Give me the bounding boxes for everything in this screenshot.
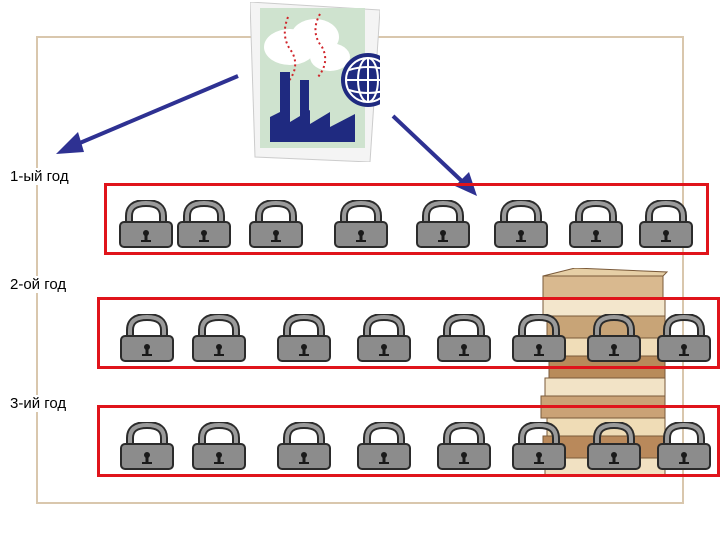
padlock-icon [655,314,713,362]
arrow-left-icon [56,74,239,154]
padlock-icon [355,422,413,470]
padlock-icon [585,314,643,362]
padlock-icon [275,422,333,470]
padlock-icon [117,200,175,248]
padlock-icon [567,200,625,248]
padlock-icon [510,422,568,470]
factory-globe-icon [250,2,380,162]
padlock-icon [637,200,695,248]
padlock-icon [435,314,493,362]
year-3-row [97,405,720,477]
padlock-icon [247,200,305,248]
padlock-icon [655,422,713,470]
padlock-icon [492,200,550,248]
padlock-icon [190,422,248,470]
padlock-icon [510,314,568,362]
padlock-icon [190,314,248,362]
padlock-icon [585,422,643,470]
year-label-3: 3-ий год [8,395,69,412]
year-1-row [104,183,709,255]
padlock-icon [118,314,176,362]
padlock-icon [435,422,493,470]
padlock-icon [118,422,176,470]
padlock-icon [175,200,233,248]
year-label-2: 2-ой год [8,276,69,293]
year-2-row [97,297,720,369]
padlock-icon [414,200,472,248]
year-label-1: 1-ый год [8,168,71,185]
padlock-icon [355,314,413,362]
padlock-icon [275,314,333,362]
padlock-icon [332,200,390,248]
